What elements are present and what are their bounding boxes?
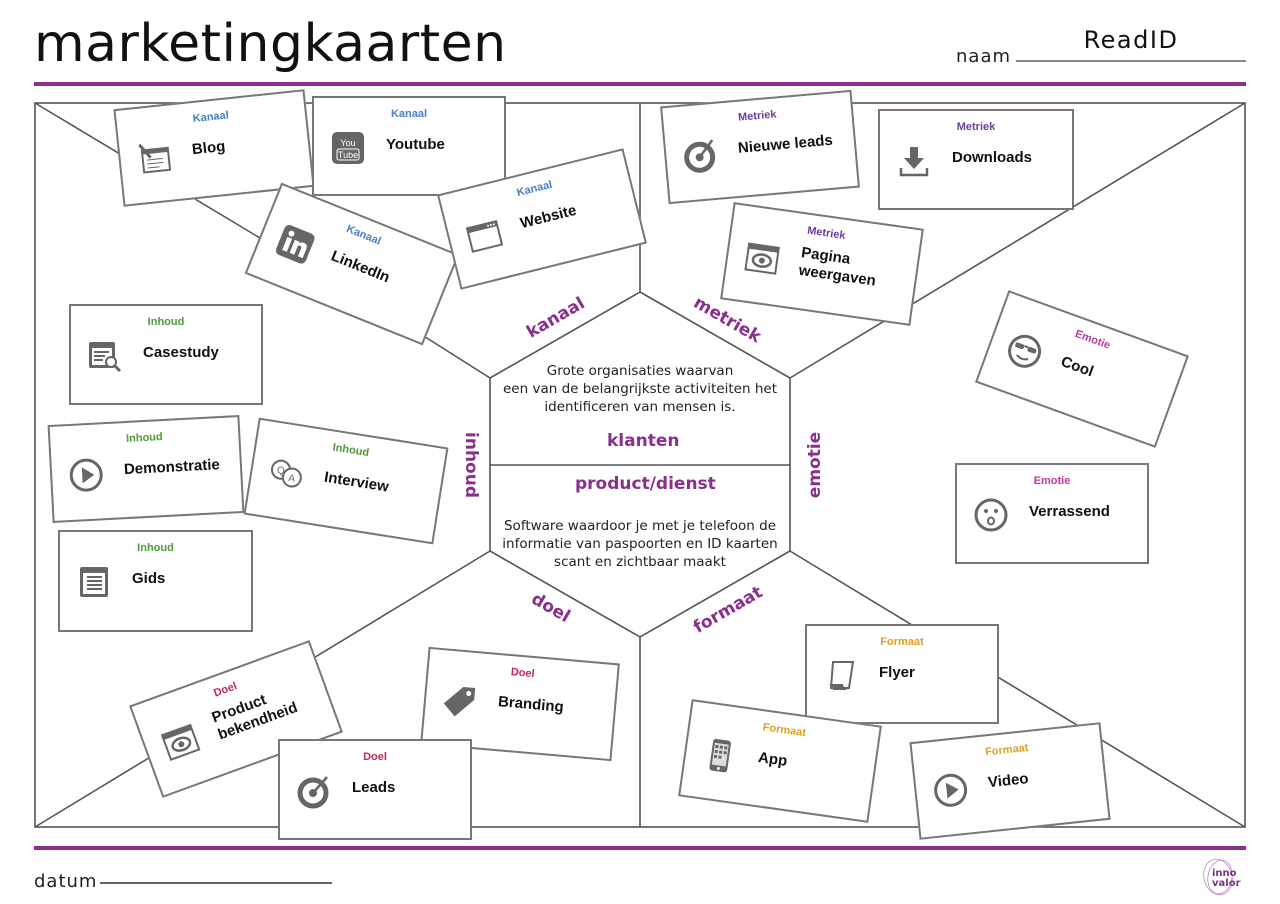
- svg-text:Q: Q: [276, 465, 286, 477]
- naam-label: naam: [956, 46, 1012, 67]
- card-product-bekendheid[interactable]: Doel Product bekendheid: [129, 640, 343, 798]
- card-nieuwe-leads[interactable]: Metriek Nieuwe leads: [660, 89, 860, 205]
- card-label: Flyer: [879, 664, 915, 681]
- card-category: Kanaal: [192, 109, 230, 126]
- card-label: Youtube: [386, 136, 445, 153]
- spoke-right-upper: [789, 102, 1246, 379]
- product-line-1: Software waardoor je met je telefoon de: [503, 518, 777, 534]
- card-category: Emotie: [1033, 475, 1071, 487]
- card-label: Website: [518, 201, 579, 233]
- page-view-eye-icon: [160, 723, 201, 761]
- segment-label-inhoud: inhoud: [460, 432, 481, 498]
- card-app[interactable]: Formaat App: [678, 699, 882, 823]
- blog-icon: [138, 143, 172, 174]
- browser-window-icon: [465, 219, 504, 253]
- card-label: Blog: [191, 137, 227, 159]
- datum-label: datum: [34, 871, 98, 892]
- card-label: Downloads: [952, 149, 1033, 166]
- card-label: App: [757, 749, 789, 770]
- card-category: Inhoud: [147, 316, 185, 328]
- klanten-description: Grote organisaties waarvan een van de be…: [490, 362, 790, 416]
- spoke-left-upper-a: [429, 339, 491, 379]
- card-flyer[interactable]: Formaat Flyer: [805, 624, 999, 724]
- card-leads[interactable]: Doel Leads: [278, 739, 472, 840]
- svg-text:A: A: [287, 473, 296, 485]
- surprised-face-icon: [974, 498, 1008, 532]
- page-view-eye-icon: [744, 242, 780, 275]
- card-pagina-weergaven[interactable]: Metriek Pagina weergaven: [720, 202, 924, 326]
- card-label: Demonstratie: [123, 456, 221, 479]
- smartphone-icon: [709, 738, 731, 773]
- card-category: Formaat: [880, 636, 924, 648]
- card-label: Leads: [352, 779, 396, 796]
- card-branding[interactable]: Doel Branding: [420, 646, 620, 762]
- card-category: Metriek: [956, 121, 996, 133]
- card-label: Gids: [132, 570, 166, 587]
- klanten-line-1: Grote organisaties waarvan: [546, 363, 734, 379]
- card-label: Video: [987, 770, 1030, 792]
- card-verrassend[interactable]: Emotie Verrassend: [955, 463, 1149, 564]
- product-dienst-label: product/dienst: [575, 474, 716, 494]
- card-label: LinkedIn: [328, 247, 393, 287]
- product-line-3: scant en zichtbaar maakt: [554, 554, 726, 570]
- guide-list-icon: [80, 567, 108, 597]
- casestudy-search-icon: [89, 342, 122, 373]
- card-gids[interactable]: Inhoud Gids: [58, 530, 253, 632]
- top-divider: [34, 82, 1246, 86]
- card-label: Interview: [323, 468, 390, 496]
- card-label: Nieuwe leads: [737, 131, 834, 157]
- product-line-2: informatie van paspoorten en ID kaarten: [502, 536, 778, 552]
- card-cool[interactable]: Emotie Cool: [975, 290, 1189, 448]
- qa-speech-bubbles-icon: QA: [270, 459, 302, 488]
- product-description: Software waardoor je met je telefoon de …: [490, 517, 790, 571]
- card-blog[interactable]: Kanaal Blog: [113, 89, 315, 207]
- naam-field[interactable]: ReadID: [1083, 26, 1179, 54]
- naam-underline: [1016, 60, 1246, 62]
- innovalor-logo: inno valor: [1203, 858, 1241, 896]
- card-casestudy[interactable]: Inhoud Casestudy: [69, 304, 263, 405]
- logo-text-valor: valor: [1212, 878, 1241, 889]
- card-category: Inhoud: [137, 542, 174, 554]
- card-label: Pagina weergaven: [797, 244, 877, 290]
- card-label: Verrassend: [1029, 503, 1110, 520]
- card-linkedin[interactable]: Kanaal LinkedIn: [244, 182, 460, 346]
- page-title: marketingkaarten: [34, 14, 507, 74]
- logo-text-inno: inno: [1212, 868, 1237, 879]
- card-downloads[interactable]: Metriek Downloads: [878, 109, 1074, 210]
- klanten-line-2: een van de belangrijkste activiteiten he…: [503, 381, 777, 397]
- segment-label-emotie: emotie: [805, 431, 826, 499]
- target-icon: [297, 776, 329, 809]
- target-icon: [684, 139, 716, 173]
- card-label: Cool: [1058, 353, 1096, 381]
- card-category: Formaat: [984, 741, 1029, 759]
- play-icon: [934, 773, 968, 807]
- svg-text:Tube: Tube: [338, 150, 358, 160]
- sunglasses-face-icon: [1008, 334, 1042, 368]
- card-category: Inhoud: [125, 431, 163, 445]
- card-website[interactable]: Kanaal Website: [436, 148, 648, 290]
- download-icon: [899, 147, 929, 177]
- tag-icon: [443, 686, 476, 717]
- spoke-right-lower: [789, 550, 1246, 828]
- card-label: Casestudy: [143, 344, 219, 361]
- datum-field[interactable]: [100, 882, 332, 884]
- svg-text:You: You: [340, 138, 355, 148]
- card-category: Metriek: [737, 108, 778, 124]
- card-category: Kanaal: [390, 108, 428, 120]
- bottom-divider: [34, 846, 1246, 850]
- card-label: Branding: [497, 693, 565, 716]
- flyer-page-icon: [827, 661, 855, 690]
- play-icon: [69, 458, 103, 492]
- card-demonstratie[interactable]: Inhoud Demonstratie: [47, 415, 245, 523]
- klanten-label: klanten: [607, 431, 680, 451]
- card-category: Doel: [363, 751, 387, 763]
- linkedin-icon: [275, 224, 315, 264]
- klanten-line-3: identificeren van mensen is.: [544, 399, 736, 415]
- card-video[interactable]: Formaat Video: [909, 722, 1111, 840]
